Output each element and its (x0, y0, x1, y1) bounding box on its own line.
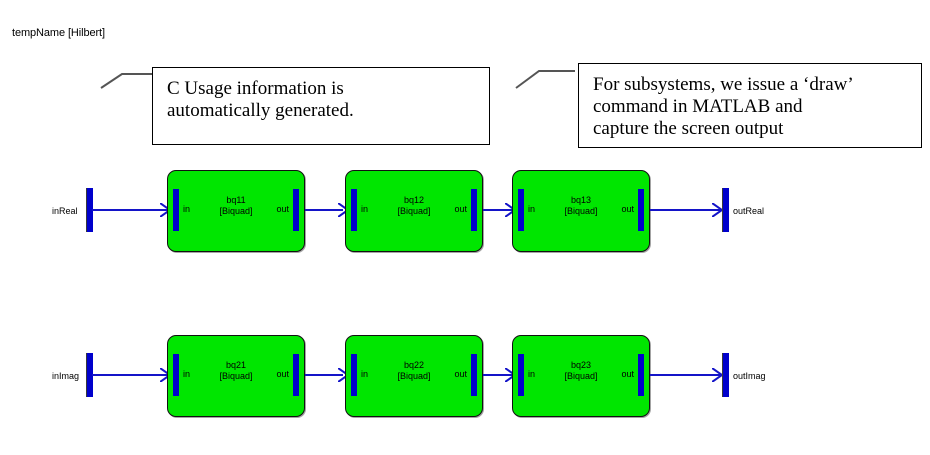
block-inport-bar (351, 189, 357, 231)
callout-leader-line-1 (100, 73, 154, 89)
outport-bar-outimag[interactable] (722, 353, 729, 397)
callout-line: C Usage information is (167, 78, 344, 99)
block-outport-label: out (276, 369, 289, 379)
inport-label-inimag: inImag (52, 371, 80, 381)
block-outport-label: out (454, 369, 467, 379)
block-title: bq13 [Biquad] (513, 195, 649, 217)
block-inport-label: in (361, 204, 369, 214)
wire-inimag-to-bq21 (92, 374, 167, 376)
signal-row-imag: inImag in out bq21 [Biquad] in out bq22 (0, 325, 930, 435)
model-title: tempName [Hilbert] (12, 27, 105, 39)
inport-bar-inreal[interactable] (86, 188, 93, 232)
block-bq12[interactable]: in out bq12 [Biquad] (345, 170, 483, 252)
block-bq22[interactable]: in out bq22 [Biquad] (345, 335, 483, 417)
block-title: bq23 [Biquad] (513, 360, 649, 382)
wire-inreal-to-bq11 (92, 209, 167, 211)
block-type: [Biquad] (564, 371, 598, 381)
block-outport-label: out (621, 204, 634, 214)
block-inport-bar (518, 354, 524, 396)
callout-line: capture the screen output (593, 118, 784, 139)
block-inport-bar (173, 189, 179, 231)
signal-row-real: inReal in out bq11 [Biquad] in out (0, 160, 930, 270)
block-type: [Biquad] (564, 206, 598, 216)
block-bq21[interactable]: in out bq21 [Biquad] (167, 335, 305, 417)
block-inport-label: in (361, 369, 369, 379)
block-outport-label: out (621, 369, 634, 379)
block-outport-bar (471, 354, 477, 396)
block-inport-label: in (528, 369, 536, 379)
outport-bar-outreal[interactable] (722, 188, 729, 232)
inport-label-inreal: inReal (52, 206, 78, 216)
block-name: bq22 (403, 360, 425, 370)
callout-leader-line-2 (515, 70, 575, 89)
block-bq11[interactable]: in out bq11 [Biquad] (167, 170, 305, 252)
block-outport-bar (293, 354, 299, 396)
block-bq23[interactable]: in out bq23 [Biquad] (512, 335, 650, 417)
block-name: bq23 (570, 360, 592, 370)
block-name: bq13 (570, 195, 592, 205)
block-outport-label: out (454, 204, 467, 214)
block-title: bq21 [Biquad] (168, 360, 304, 382)
block-title: bq12 [Biquad] (346, 195, 482, 217)
block-title: bq22 [Biquad] (346, 360, 482, 382)
callout-subsystem-draw: For subsystems, we issue a ‘draw’ comman… (578, 63, 922, 148)
block-type: [Biquad] (219, 371, 253, 381)
block-inport-bar (351, 354, 357, 396)
wire-bq13-to-outreal (650, 209, 728, 211)
callout-line: For subsystems, we issue a ‘draw’ (593, 74, 854, 95)
block-outport-label: out (276, 204, 289, 214)
inport-bar-inimag[interactable] (86, 353, 93, 397)
block-name: bq11 (226, 195, 246, 205)
wire-bq22-to-bq23 (483, 374, 521, 376)
block-inport-label: in (183, 369, 191, 379)
wire-bq11-to-bq12 (305, 209, 343, 211)
block-type: [Biquad] (397, 206, 431, 216)
block-outport-bar (471, 189, 477, 231)
block-outport-bar (638, 189, 644, 231)
callout-c-usage: C Usage information is automatically gen… (152, 67, 490, 145)
wire-bq21-to-bq22 (305, 374, 343, 376)
block-bq13[interactable]: in out bq13 [Biquad] (512, 170, 650, 252)
block-inport-bar (173, 354, 179, 396)
block-inport-bar (518, 189, 524, 231)
block-title: bq11 [Biquad] (168, 195, 304, 217)
block-type: [Biquad] (397, 371, 431, 381)
outport-label-outreal: outReal (733, 206, 765, 216)
block-name: bq21 (225, 360, 247, 370)
block-inport-label: in (183, 204, 191, 214)
wire-bq23-to-outimag (650, 374, 728, 376)
outport-label-outimag: outImag (733, 371, 766, 381)
block-outport-bar (293, 189, 299, 231)
callout-line: command in MATLAB and (593, 96, 803, 117)
wire-bq12-to-bq13 (483, 209, 521, 211)
block-outport-bar (638, 354, 644, 396)
block-inport-label: in (528, 204, 536, 214)
callout-line: automatically generated. (167, 100, 354, 121)
block-type: [Biquad] (219, 206, 253, 216)
block-name: bq12 (403, 195, 425, 205)
